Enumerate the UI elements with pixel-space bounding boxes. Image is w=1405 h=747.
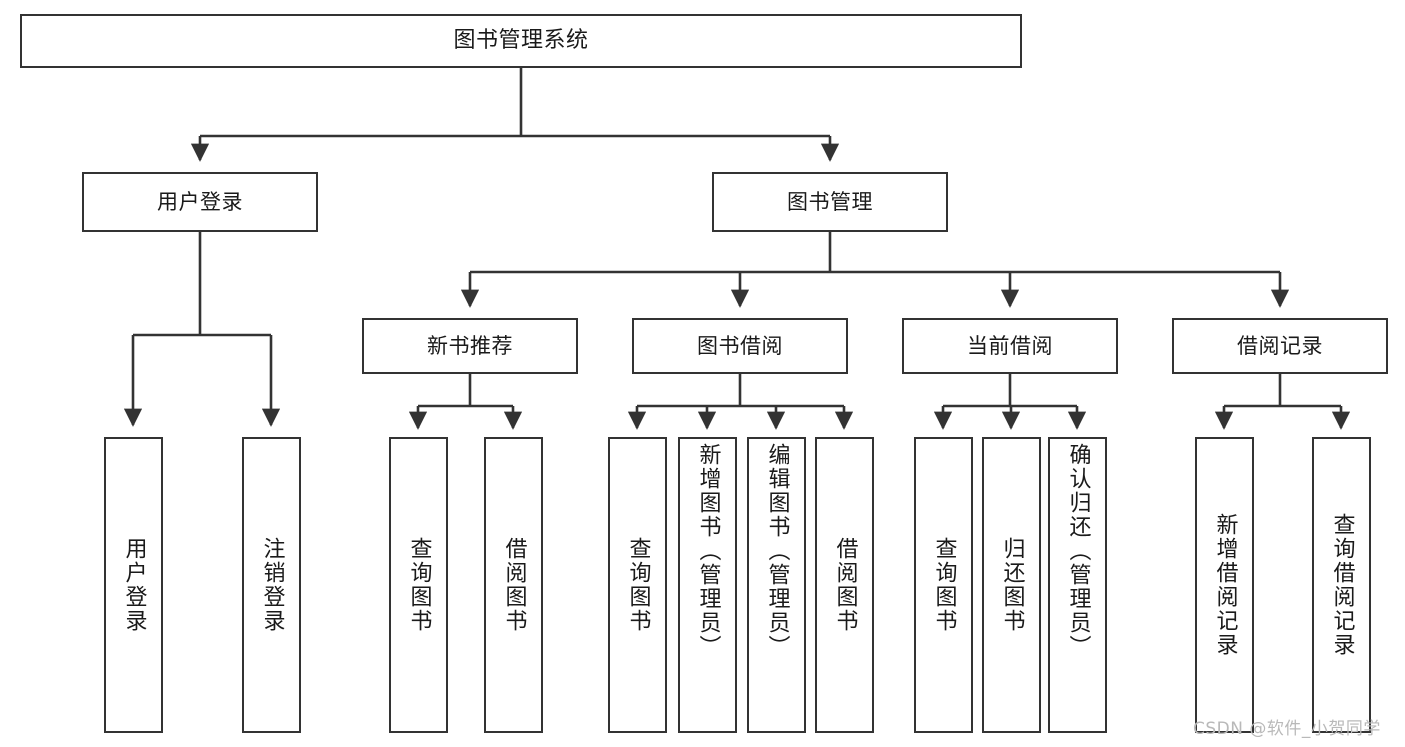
node-label: 查询借阅记录: [1329, 513, 1355, 657]
node-label: 图书管理: [787, 189, 873, 214]
node-leaf-logout[interactable]: 注销登录: [242, 437, 301, 733]
node-leaf-query-book-borrow[interactable]: 查询图书: [608, 437, 667, 733]
node-leaf-query-book-current[interactable]: 查询图书: [914, 437, 973, 733]
node-leaf-user-login[interactable]: 用户登录: [104, 437, 163, 733]
node-label: 用户登录: [121, 537, 147, 633]
node-label: 查询图书: [931, 537, 957, 633]
node-label: 用户登录: [157, 189, 243, 214]
node-leaf-borrow-book[interactable]: 借阅图书: [815, 437, 874, 733]
node-label: 查询图书: [625, 537, 651, 633]
node-leaf-query-borrow-record[interactable]: 查询借阅记录: [1312, 437, 1371, 733]
node-new-book-recommend[interactable]: 新书推荐: [362, 318, 578, 374]
node-label: 新书推荐: [427, 333, 513, 358]
node-leaf-query-book-new[interactable]: 查询图书: [389, 437, 448, 733]
node-label: 查询图书: [406, 537, 432, 633]
node-leaf-edit-book-admin[interactable]: 编辑图书（管理员）: [747, 437, 806, 733]
node-label: 当前借阅: [967, 333, 1053, 358]
node-user-login[interactable]: 用户登录: [82, 172, 318, 232]
node-leaf-return-book[interactable]: 归还图书: [982, 437, 1041, 733]
node-leaf-borrow-book-new[interactable]: 借阅图书: [484, 437, 543, 733]
node-root-book-management-system[interactable]: 图书管理系统: [20, 14, 1022, 68]
node-book-management[interactable]: 图书管理: [712, 172, 948, 232]
node-label: 编辑图书（管理员）: [764, 443, 790, 659]
node-leaf-add-book-admin[interactable]: 新增图书（管理员）: [678, 437, 737, 733]
csdn-watermark: CSDN @软件_小贺同学: [1193, 719, 1381, 739]
node-label: 新增图书（管理员）: [695, 443, 721, 659]
node-label: 图书借阅: [697, 333, 783, 358]
node-label: 图书管理系统: [453, 28, 589, 54]
node-current-borrow[interactable]: 当前借阅: [902, 318, 1118, 374]
node-label: 注销登录: [259, 537, 285, 633]
node-label: 借阅记录: [1237, 333, 1323, 358]
node-label: 新增借阅记录: [1212, 513, 1238, 657]
node-borrow-record[interactable]: 借阅记录: [1172, 318, 1388, 374]
node-label: 归还图书: [999, 537, 1025, 633]
node-label: 借阅图书: [501, 537, 527, 633]
node-label: 借阅图书: [832, 537, 858, 633]
node-leaf-add-borrow-record[interactable]: 新增借阅记录: [1195, 437, 1254, 733]
node-label: 确认归还（管理员）: [1065, 443, 1091, 659]
node-book-borrow[interactable]: 图书借阅: [632, 318, 848, 374]
node-leaf-confirm-return-admin[interactable]: 确认归还（管理员）: [1048, 437, 1107, 733]
